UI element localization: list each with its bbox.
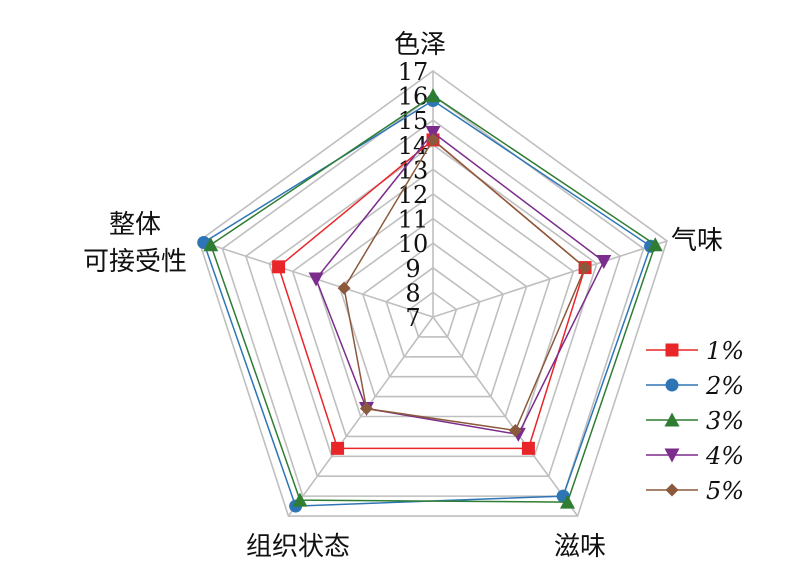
- legend-marker-1: [665, 343, 679, 357]
- legend-label-4: 4%: [705, 442, 744, 470]
- axis-label-overall-line1: 整体: [109, 210, 161, 240]
- legend-label-2: 2%: [705, 372, 744, 400]
- tick-label-7: 7: [405, 304, 420, 332]
- grid-ring-12: [315, 193, 551, 418]
- tick-label-12: 12: [398, 181, 429, 209]
- data-point-s1-4: [272, 260, 286, 274]
- legend-marker-2: [665, 378, 679, 392]
- grid-ring-16: [221, 94, 645, 497]
- axis-label-color: 色泽: [394, 30, 446, 60]
- legend-item-5: 5%: [646, 477, 744, 505]
- tick-label-17: 17: [398, 58, 429, 86]
- tick-label-11: 11: [398, 206, 429, 234]
- legend-item-4: 4%: [646, 442, 744, 470]
- data-point-s5-0: [426, 133, 440, 147]
- axis-label-texture: 组织状态: [246, 532, 350, 562]
- legend-item-1: 1%: [646, 337, 744, 365]
- data-point-s5-4: [337, 281, 351, 295]
- grid-ring-10: [361, 242, 505, 378]
- series-line-3: [209, 94, 657, 503]
- tick-label-15: 15: [398, 107, 429, 135]
- legend-label-3: 3%: [706, 407, 744, 435]
- axis-labels: 色泽 气味 滋味 组织状态 整体 可接受性: [83, 30, 723, 562]
- data-point-s3-3: [292, 492, 308, 507]
- series-line-4: [315, 131, 605, 436]
- series-5: [337, 133, 592, 437]
- grid-spoke-2: [432, 316, 579, 517]
- grid-ring-11: [338, 217, 528, 398]
- tick-label-9: 9: [405, 255, 420, 283]
- data-point-s4-4: [308, 272, 324, 287]
- data-point-s4-0: [425, 126, 441, 140]
- series-3: [203, 88, 663, 509]
- grid-ring-14: [268, 143, 598, 458]
- axis-label-odor: 气味: [671, 226, 723, 256]
- data-point-s3-4: [203, 237, 219, 252]
- legend-item-3: 3%: [646, 407, 744, 435]
- radar-grid: [198, 70, 668, 517]
- data-point-s5-2: [508, 423, 522, 437]
- data-point-s1-3: [331, 441, 345, 455]
- legend-item-2: 2%: [646, 372, 744, 400]
- grid-ring-15: [244, 119, 622, 478]
- legend-marker-5: [665, 483, 679, 497]
- data-point-s5-1: [578, 261, 592, 275]
- grid-ring-8: [408, 291, 458, 338]
- grid-ring-9: [385, 266, 481, 358]
- legend-marker-3: [664, 412, 680, 427]
- data-point-s3-1: [647, 237, 663, 252]
- legend-label-1: 1%: [706, 337, 744, 365]
- data-point-s3-2: [559, 494, 575, 509]
- grid-spoke-3: [287, 316, 434, 517]
- grid-ring-17: [198, 70, 668, 517]
- axis-label-taste: 滋味: [554, 532, 606, 562]
- data-point-s4-1: [596, 255, 612, 270]
- data-point-s3-0: [425, 88, 441, 103]
- data-point-s5-3: [359, 402, 373, 416]
- series-line-5: [343, 138, 586, 432]
- legend-label-5: 5%: [706, 477, 744, 505]
- legend-marker-4: [664, 448, 680, 463]
- axis-label-overall-line2: 可接受性: [83, 247, 187, 277]
- tick-label-8: 8: [405, 279, 420, 307]
- series-layer: [197, 88, 663, 513]
- grid-spoke-1: [432, 240, 668, 318]
- grid-ring-13: [291, 168, 575, 438]
- data-point-s1-2: [521, 441, 535, 455]
- tick-label-10: 10: [398, 230, 429, 258]
- legend: 1% 2% 3% 4% 5%: [646, 337, 744, 505]
